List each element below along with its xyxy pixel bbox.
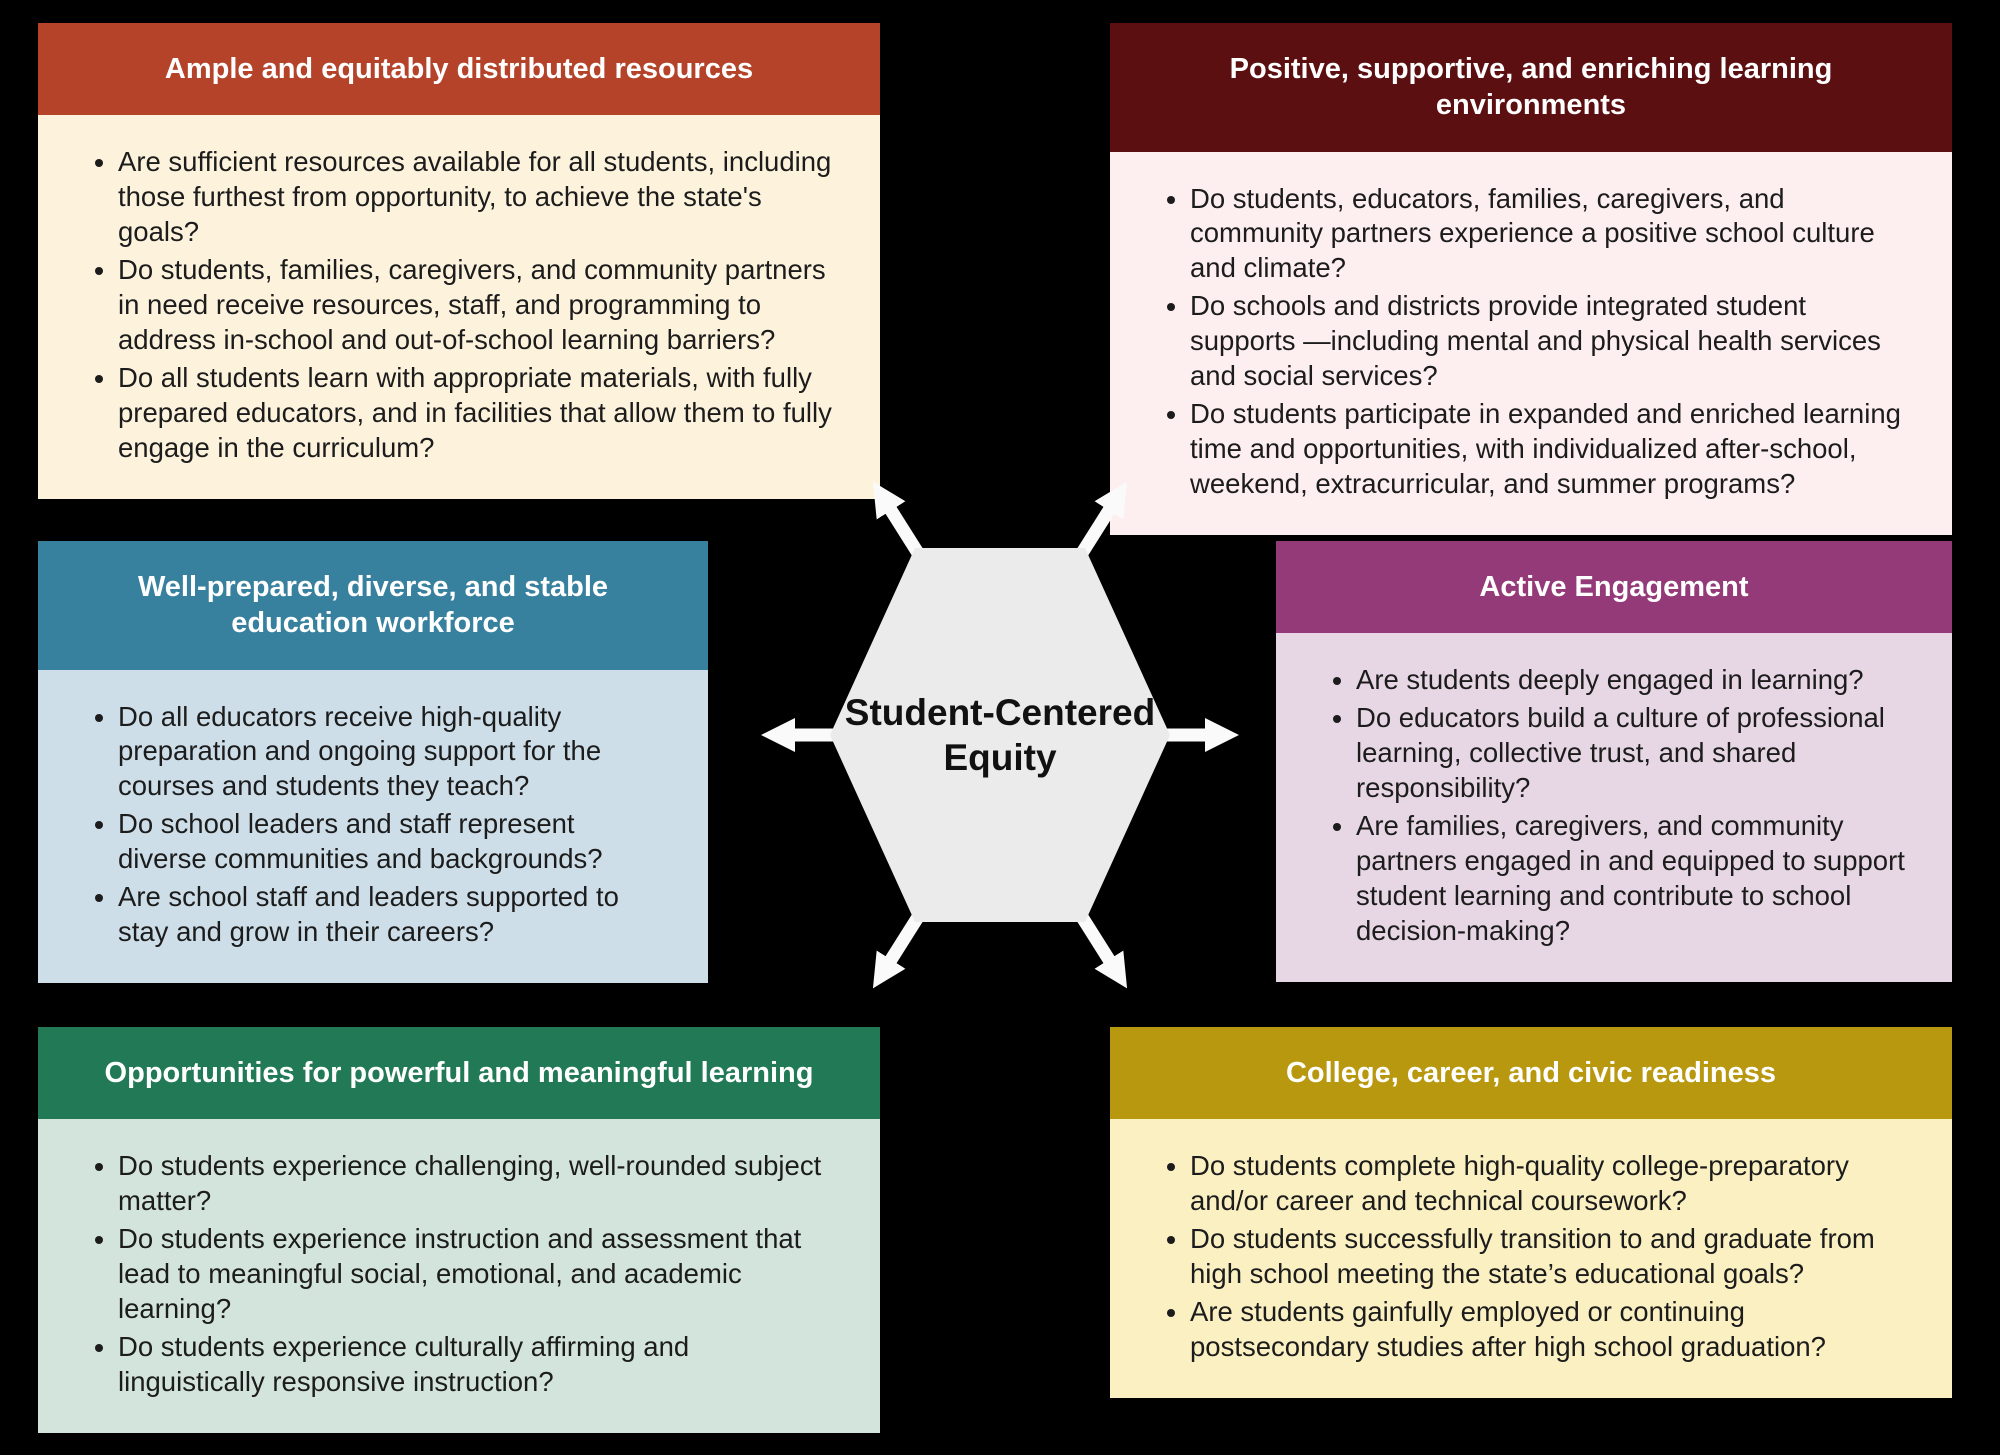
question-item: Are students deeply engaged in learning? <box>1356 663 1914 698</box>
question-item: Do educators build a culture of professi… <box>1356 701 1914 806</box>
question-list: Are students deeply engaged in learning?… <box>1326 663 1914 948</box>
question-item: Do schools and districts provide integra… <box>1190 289 1914 394</box>
panel-learning-environments-title: Positive, supportive, and enriching lear… <box>1229 53 1833 122</box>
panel-meaningful-learning-body: Do students experience challenging, well… <box>38 1119 880 1433</box>
question-item: Do students experience instruction and a… <box>118 1222 842 1327</box>
question-item: Do students participate in expanded and … <box>1190 397 1914 502</box>
question-item: Do students, educators, families, caregi… <box>1190 182 1914 287</box>
question-item: Are school staff and leaders supported t… <box>118 880 670 950</box>
panel-education-workforce: Well-prepared, diverse, and stable educa… <box>38 541 708 983</box>
panel-meaningful-learning-header: Opportunities for powerful and meaningfu… <box>38 1027 880 1120</box>
question-item: Do students, families, caregivers, and c… <box>118 253 842 358</box>
center-title: Student-Centered Equity <box>844 691 1156 778</box>
question-item: Do school leaders and staff represent di… <box>118 807 670 877</box>
question-item: Are sufficient resources available for a… <box>118 145 842 250</box>
question-list: Do students complete high-quality colleg… <box>1160 1149 1914 1365</box>
question-item: Are students gainfully employed or conti… <box>1190 1295 1914 1365</box>
question-list: Do students experience challenging, well… <box>88 1149 842 1399</box>
panel-college-career-civic-header: College, career, and civic readiness <box>1110 1027 1952 1120</box>
panel-ample-resources-header: Ample and equitably distributed resource… <box>38 23 880 116</box>
center-hexagon: Student-Centered Equity <box>720 470 1280 1000</box>
question-item: Do all educators receive high-quality pr… <box>118 700 670 805</box>
panel-meaningful-learning: Opportunities for powerful and meaningfu… <box>38 1027 880 1433</box>
question-list: Do students, educators, families, caregi… <box>1160 182 1914 502</box>
panel-learning-environments: Positive, supportive, and enriching lear… <box>1110 23 1952 535</box>
question-list: Do all educators receive high-quality pr… <box>88 700 670 950</box>
panel-college-career-civic-title: College, career, and civic readiness <box>1285 1057 1777 1089</box>
panel-learning-environments-header: Positive, supportive, and enriching lear… <box>1110 23 1952 152</box>
panel-education-workforce-header: Well-prepared, diverse, and stable educa… <box>38 541 708 670</box>
hexagon-shape <box>830 548 1170 922</box>
panel-education-workforce-title: Well-prepared, diverse, and stable educa… <box>137 571 609 640</box>
panel-college-career-civic: College, career, and civic readiness Do … <box>1110 1027 1952 1398</box>
question-item: Do students experience challenging, well… <box>118 1149 842 1219</box>
question-item: Do students experience culturally affirm… <box>118 1330 842 1400</box>
panel-ample-resources: Ample and equitably distributed resource… <box>38 23 880 499</box>
panel-ample-resources-body: Are sufficient resources available for a… <box>38 115 880 499</box>
question-item: Do all students learn with appropriate m… <box>118 361 842 466</box>
question-item: Do students successfully transition to a… <box>1190 1222 1914 1292</box>
panel-education-workforce-body: Do all educators receive high-quality pr… <box>38 669 708 983</box>
question-list: Are sufficient resources available for a… <box>88 145 842 465</box>
panel-learning-environments-body: Do students, educators, families, caregi… <box>1110 151 1952 535</box>
hexagon-with-arrows <box>761 481 1239 989</box>
panel-ample-resources-title: Ample and equitably distributed resource… <box>164 53 754 85</box>
panel-active-engagement-title: Active Engagement <box>1479 571 1749 603</box>
question-item: Are families, caregivers, and community … <box>1356 809 1914 949</box>
panel-college-career-civic-body: Do students complete high-quality colleg… <box>1110 1119 1952 1398</box>
panel-active-engagement-body: Are students deeply engaged in learning?… <box>1276 633 1952 982</box>
question-item: Do students complete high-quality colleg… <box>1190 1149 1914 1219</box>
panel-meaningful-learning-title: Opportunities for powerful and meaningfu… <box>104 1057 814 1089</box>
panel-active-engagement-header: Active Engagement <box>1276 541 1952 634</box>
panel-active-engagement: Active Engagement Are students deeply en… <box>1276 541 1952 982</box>
